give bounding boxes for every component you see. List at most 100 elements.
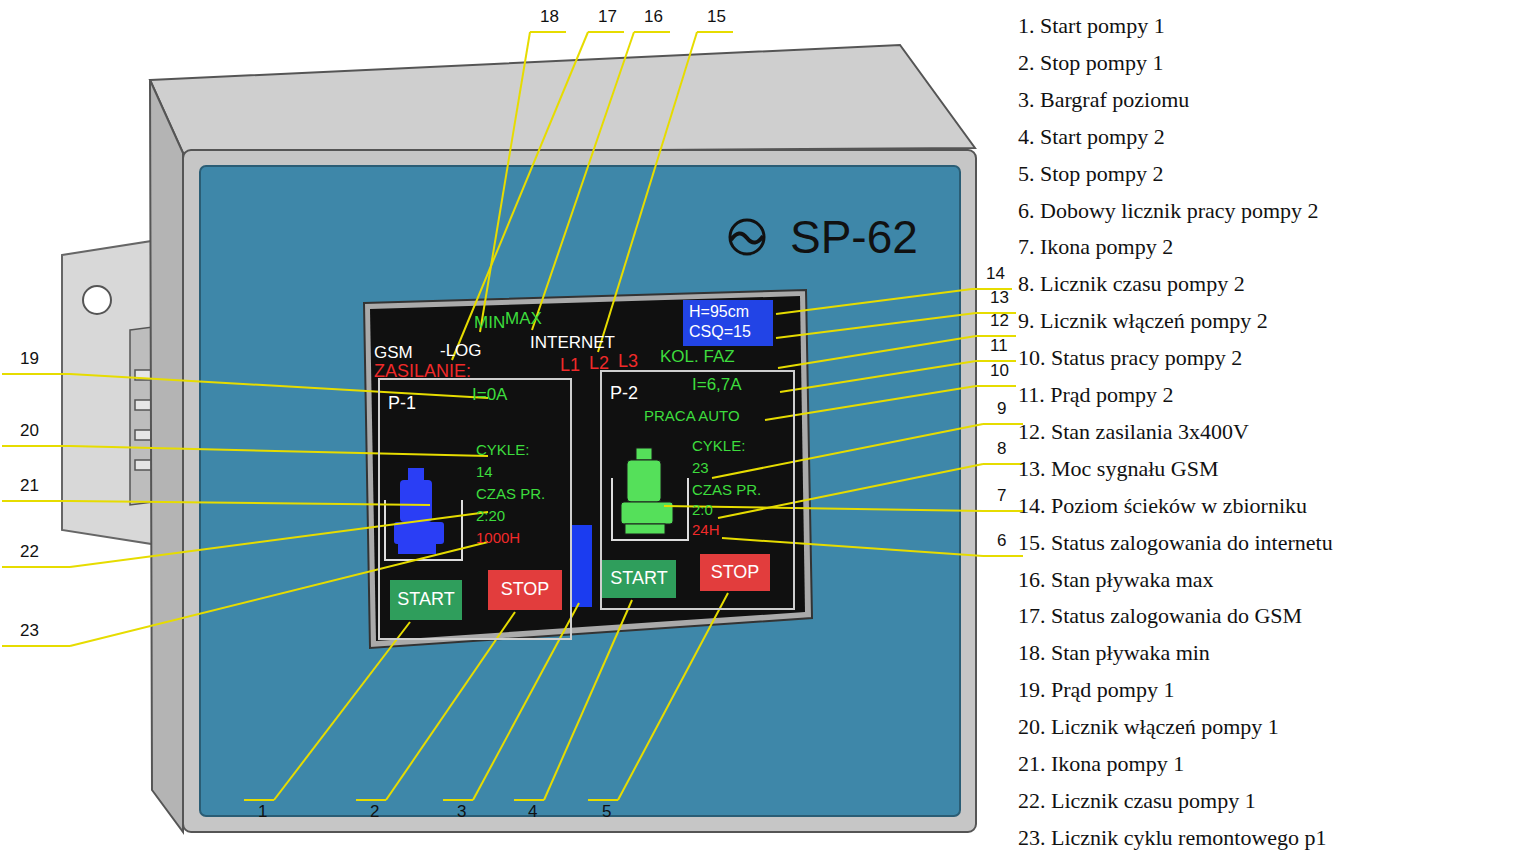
leader-line (530, 31, 566, 33)
screen-value: CZAS PR. (476, 486, 545, 503)
callout-number: 6 (997, 532, 1006, 551)
legend-item: 18. Stan pływaka min (1018, 641, 1210, 665)
float-max: MAX (505, 310, 542, 329)
callout-number: 16 (644, 8, 663, 27)
level-signal-box: H=95cmCSQ=15 (683, 300, 773, 346)
leader-line (473, 603, 579, 800)
pump-base (625, 524, 665, 534)
leader-line (544, 600, 632, 800)
callout-number: 17 (598, 8, 617, 27)
leader-line (983, 555, 1023, 557)
leader-line (780, 361, 976, 392)
legend-item: 13. Moc sygnału GSM (1018, 457, 1218, 481)
leader-line (70, 501, 430, 505)
leader-line (274, 622, 410, 800)
pump-1-icon (385, 468, 462, 560)
logo-wave (731, 233, 763, 242)
callout-number: 22 (20, 543, 39, 562)
level-bargraph (570, 525, 592, 607)
housing-front-frame (183, 150, 976, 832)
leader-line (634, 31, 670, 33)
screen-value: 24H (692, 522, 720, 539)
leader-line (618, 593, 728, 800)
callout-number: 9 (997, 400, 1006, 419)
leader-line (976, 385, 1016, 387)
leader-line (70, 542, 488, 646)
legend-item: 2. Stop pompy 1 (1018, 51, 1163, 75)
pump-head (408, 468, 424, 480)
callout-number: 12 (990, 312, 1009, 331)
leader-line (70, 512, 488, 567)
leader-line (765, 386, 976, 420)
callout-number: 11 (990, 337, 1008, 356)
leader-line (588, 31, 624, 33)
logo-circle (730, 220, 764, 254)
callout-number: 7 (997, 487, 1006, 506)
leader-line (356, 799, 386, 801)
callout-number: 5 (602, 803, 611, 822)
legend-item: 10. Status pracy pompy 2 (1018, 346, 1242, 370)
leader-line (70, 446, 488, 456)
legend-item: 6. Dobowy licznik pracy pompy 2 (1018, 199, 1319, 223)
leader-line (2, 645, 70, 647)
legend-item: 14. Poziom ścieków w zbiorniku (1018, 494, 1307, 518)
callout-number: 23 (20, 622, 39, 641)
leader-line (480, 32, 530, 332)
legend-item: 11. Prąd pompy 2 (1018, 383, 1174, 407)
callout-number: 15 (707, 8, 726, 27)
legend-item: 12. Stan zasilania 3x400V (1018, 420, 1249, 444)
legend-item: 8. Licznik czasu pompy 2 (1018, 272, 1245, 296)
gsm-status: GSM (374, 344, 413, 363)
legend-item: 15. Status zalogowania do internetu (1018, 531, 1333, 555)
screen-value: P-2 (610, 384, 638, 404)
leader-line (2, 566, 70, 568)
screen-value: CSQ=15 (689, 323, 751, 341)
callout-number: 19 (20, 350, 39, 369)
leader-line (778, 336, 976, 368)
device-model: SP-62 (790, 212, 918, 263)
leader-line (712, 424, 983, 478)
screen-value: CYKLE: (692, 438, 745, 455)
stop-button: STOP (488, 570, 562, 610)
leader-line (983, 423, 1023, 425)
pump-2-icon (612, 448, 688, 540)
float-min: MIN (474, 314, 505, 333)
legend-item: 17. Status zalogowania do GSM (1018, 604, 1302, 628)
callout-number: 18 (540, 8, 559, 27)
leader-line (983, 463, 1023, 465)
screen-value: 2:20 (476, 508, 505, 525)
pump-motor (400, 480, 432, 522)
callout-number: 20 (20, 422, 39, 441)
pump-head (636, 448, 652, 460)
pump-base (398, 544, 436, 554)
legend-item: 4. Start pompy 2 (1018, 125, 1165, 149)
leader-line (983, 510, 1023, 512)
callout-number: 21 (20, 477, 39, 496)
callout-number: 13 (990, 289, 1009, 308)
screen-value: H=95cm (689, 303, 749, 321)
phase-order: KOL. FAZ (660, 348, 735, 367)
leader-line (776, 289, 972, 314)
leader-line (514, 799, 544, 801)
callout-number: 4 (528, 803, 537, 822)
legend-item: 9. Licznik włączeń pompy 2 (1018, 309, 1268, 333)
start-button: START (602, 560, 676, 598)
stop-button: STOP (700, 554, 770, 591)
legend-item: 3. Bargraf poziomu (1018, 88, 1189, 112)
screen-value: 1000H (476, 530, 520, 547)
legend-item: 16. Stan pływaka max (1018, 568, 1214, 592)
legend-item: 23. Licznik cyklu remontowego p1 (1018, 826, 1327, 850)
button-label: STOP (711, 563, 760, 583)
start-button: START (390, 580, 462, 620)
legend-item: 19. Prąd pompy 1 (1018, 678, 1174, 702)
screen-value: 14 (476, 464, 493, 481)
legend-item: 22. Licznik czasu pompy 1 (1018, 789, 1256, 813)
leader-line (697, 31, 733, 33)
screen-value: CZAS PR. (692, 482, 761, 499)
pump-motor (627, 460, 661, 502)
leader-line (386, 612, 515, 800)
callout-number: 10 (990, 362, 1009, 381)
button-label: STOP (501, 580, 550, 600)
screen-value: I=6,7A (692, 376, 742, 395)
